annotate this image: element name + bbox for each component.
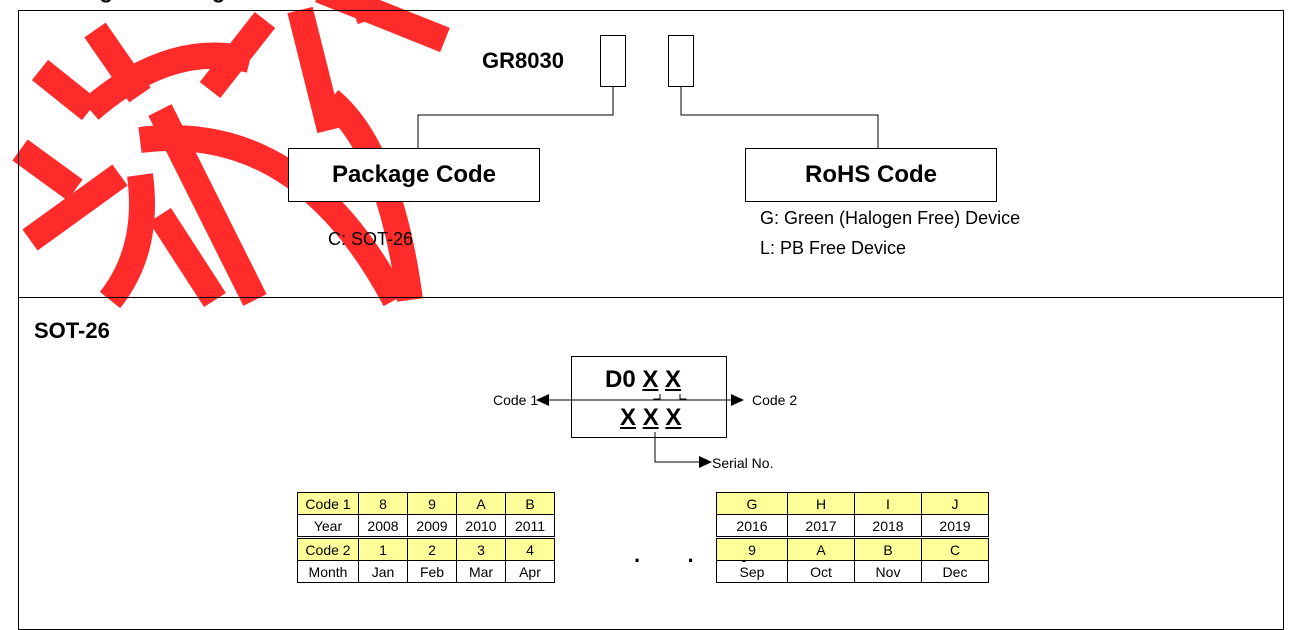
table-cell: I: [854, 492, 922, 515]
rohs-option-green: G: Green (Halogen Free) Device: [760, 208, 1021, 228]
table-cell: Month: [297, 560, 359, 583]
table-cell: A: [456, 492, 506, 515]
package-section-title: SOT-26: [34, 318, 110, 343]
table-cell: A: [787, 536, 855, 561]
code1-callout: Code 1: [493, 392, 539, 408]
table-cell: 2019: [921, 514, 989, 538]
marking-box: [571, 356, 727, 438]
package-option: C: SOT-26: [328, 229, 414, 249]
package-code-slot: [600, 35, 626, 87]
table-cell: B: [505, 492, 555, 515]
table-cell: Dec: [921, 560, 989, 583]
package-code-box: Package Code: [288, 148, 540, 202]
table-cell: 2008: [358, 514, 408, 538]
table-cell: Apr: [505, 560, 555, 583]
marking-prefix: D0: [605, 366, 643, 393]
table-cell: 2011: [505, 514, 555, 538]
rohs-code-slot: [668, 35, 694, 87]
top-heading-partial: Ordering & Marking Information: [20, 0, 352, 4]
marking-var: X: [642, 404, 659, 431]
table-cell: Jan: [358, 560, 408, 583]
table-cell: 1: [358, 536, 408, 561]
table-cell: Oct: [787, 560, 855, 583]
rohs-code-label: RoHS Code: [805, 161, 937, 188]
table-cell: Mar: [456, 560, 506, 583]
serial-callout: Serial No.: [712, 455, 774, 471]
table-cell: Nov: [854, 560, 922, 583]
part-number: GR8030: [482, 48, 564, 73]
table-cell: Year: [297, 514, 359, 538]
table-cell: Code 1: [297, 492, 359, 515]
marking-line-2: X X X: [620, 404, 681, 432]
table-cell: 3: [456, 536, 506, 561]
marking-connectors: [536, 394, 744, 468]
table-cell: Code 2: [297, 536, 359, 561]
table-cell: Feb: [407, 560, 457, 583]
code-table-right: G H I J 2016 2017 2018 2019 9 A B C Sep …: [716, 492, 989, 583]
table-cell: J: [921, 492, 989, 515]
table-cell: 4: [505, 536, 555, 561]
package-code-label: Package Code: [331, 161, 497, 188]
marking-var: X: [620, 404, 637, 431]
marking-line-1: D0 X X: [605, 366, 681, 394]
table-cell: B: [854, 536, 922, 561]
table-cell: 2018: [854, 514, 922, 538]
code2-callout: Code 2: [752, 392, 798, 408]
code-table-left: Code 1 8 9 A B Year 2008 2009 2010 2011 …: [297, 492, 555, 583]
table-cell: 2010: [456, 514, 506, 538]
marking-var: X: [642, 366, 659, 393]
marking-var: X: [665, 366, 682, 393]
table-cell: H: [787, 492, 855, 515]
table-cell: 2009: [407, 514, 457, 538]
table-cell: C: [921, 536, 989, 561]
table-cell: 9: [716, 536, 788, 561]
table-cell: 2: [407, 536, 457, 561]
table-cell: Sep: [716, 560, 788, 583]
ordering-connectors: [417, 87, 879, 148]
rohs-code-box: RoHS Code: [745, 148, 997, 202]
table-cell: G: [716, 492, 788, 515]
marking-var: X: [665, 404, 682, 431]
rohs-option-pbfree: L: PB Free Device: [760, 238, 907, 258]
table-cell: 2017: [787, 514, 855, 538]
table-cell: 8: [358, 492, 408, 515]
table-cell: 9: [407, 492, 457, 515]
table-cell: 2016: [716, 514, 788, 538]
section-divider: [18, 297, 1284, 298]
